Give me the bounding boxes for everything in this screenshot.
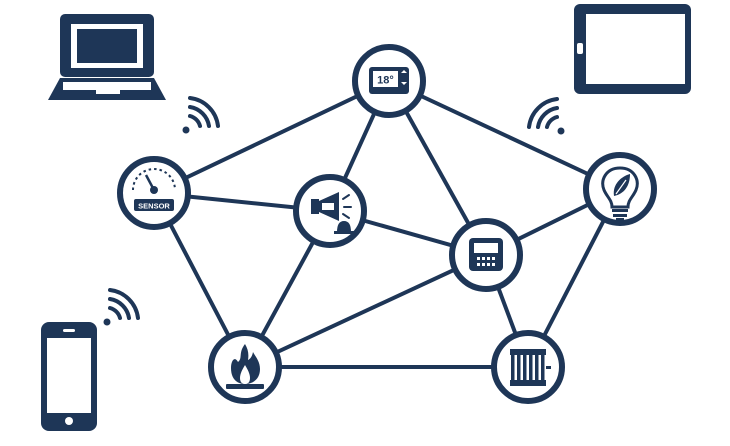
laptop-icon [48,14,166,100]
thermostat-reading: 18° [377,75,394,87]
siren-speaker-icon [311,192,354,234]
sensor-label: SENSOR [138,202,170,211]
keypad-control-icon [469,238,503,271]
link-thermostat-sensor [153,79,390,195]
tablet-icon [574,4,691,94]
leaf-lightbulb-icon [601,166,639,221]
node-sensor: SENSOR [117,156,191,230]
link-control-panel-fire [244,253,487,369]
radiator-icon [510,349,551,386]
smartphone-icon [41,322,97,431]
wifi-signal-phone [103,288,140,326]
link-thermostat-smart-bulb [388,79,621,191]
node-smart-bulb [583,152,657,226]
fire-alarm-icon [226,344,264,389]
wifi-signal-tablet [527,97,565,135]
node-siren [293,174,367,248]
node-control-panel [449,218,523,292]
gauge-sensor-icon: SENSOR [132,168,176,211]
node-thermostat: 18° [352,44,426,118]
node-radiator [491,330,565,404]
node-fire [208,330,282,404]
thermostat-icon: 18° [369,67,409,94]
wifi-signal-laptop [182,96,220,134]
